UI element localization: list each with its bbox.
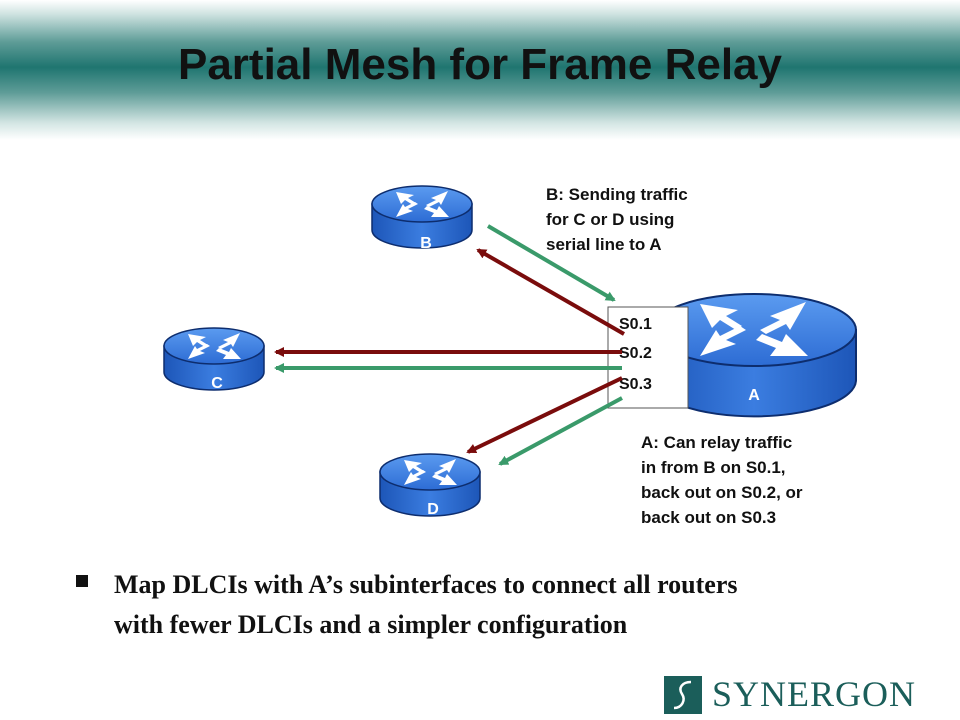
note-a-line: back out on S0.2, or: [641, 483, 803, 502]
note-b-line: for C or D using: [546, 210, 675, 229]
arrow-d-to-a: [498, 396, 623, 466]
page-title: Partial Mesh for Frame Relay: [177, 40, 782, 89]
router-icon: [700, 302, 808, 356]
arrow-a-to-b: [476, 248, 625, 336]
note-a-line: back out on S0.3: [641, 508, 777, 527]
bullet-text: Map DLCIs with A’s subinterfaces to conn…: [114, 565, 737, 645]
router-a: A: [651, 293, 857, 418]
bullet-square-icon: [76, 575, 88, 587]
port-box: S0.1 S0.2 S0.3: [607, 306, 689, 409]
arrow-b-to-a: [486, 224, 616, 302]
note-a-line: in from B on S0.1,: [641, 458, 786, 477]
port-s0-2: S0.2: [619, 345, 652, 362]
router-d: D: [379, 453, 481, 518]
router-c: C: [163, 327, 265, 392]
router-icon: [404, 459, 457, 485]
router-b-label: B: [420, 235, 432, 252]
port-s0-1: S0.1: [619, 316, 652, 333]
note-b-line: B: Sending traffic: [546, 185, 688, 204]
router-d-label: D: [427, 501, 439, 518]
header-band: [0, 0, 960, 140]
router-a-label: A: [748, 387, 760, 404]
note-b-line: serial line to A: [546, 235, 662, 254]
logo-mark-icon: [664, 676, 702, 714]
arrow-a-to-d: [466, 376, 623, 454]
router-c-label: C: [211, 375, 223, 392]
router-icon: [188, 333, 241, 359]
bullet-line: Map DLCIs with A’s subinterfaces to conn…: [114, 570, 738, 599]
note-a: A: Can relay traffic in from B on S0.1, …: [641, 430, 803, 530]
note-b: B: Sending traffic for C or D using seri…: [546, 182, 688, 257]
router-icon: [396, 191, 449, 217]
synergon-logo: SYNERGON: [664, 674, 954, 714]
note-a-line: A: Can relay traffic: [641, 433, 793, 452]
router-b: B: [371, 185, 473, 252]
logo-text: SYNERGON: [712, 674, 917, 714]
bullet-line: with fewer DLCIs and a simpler configura…: [114, 610, 628, 639]
port-s0-3: S0.3: [619, 376, 652, 393]
